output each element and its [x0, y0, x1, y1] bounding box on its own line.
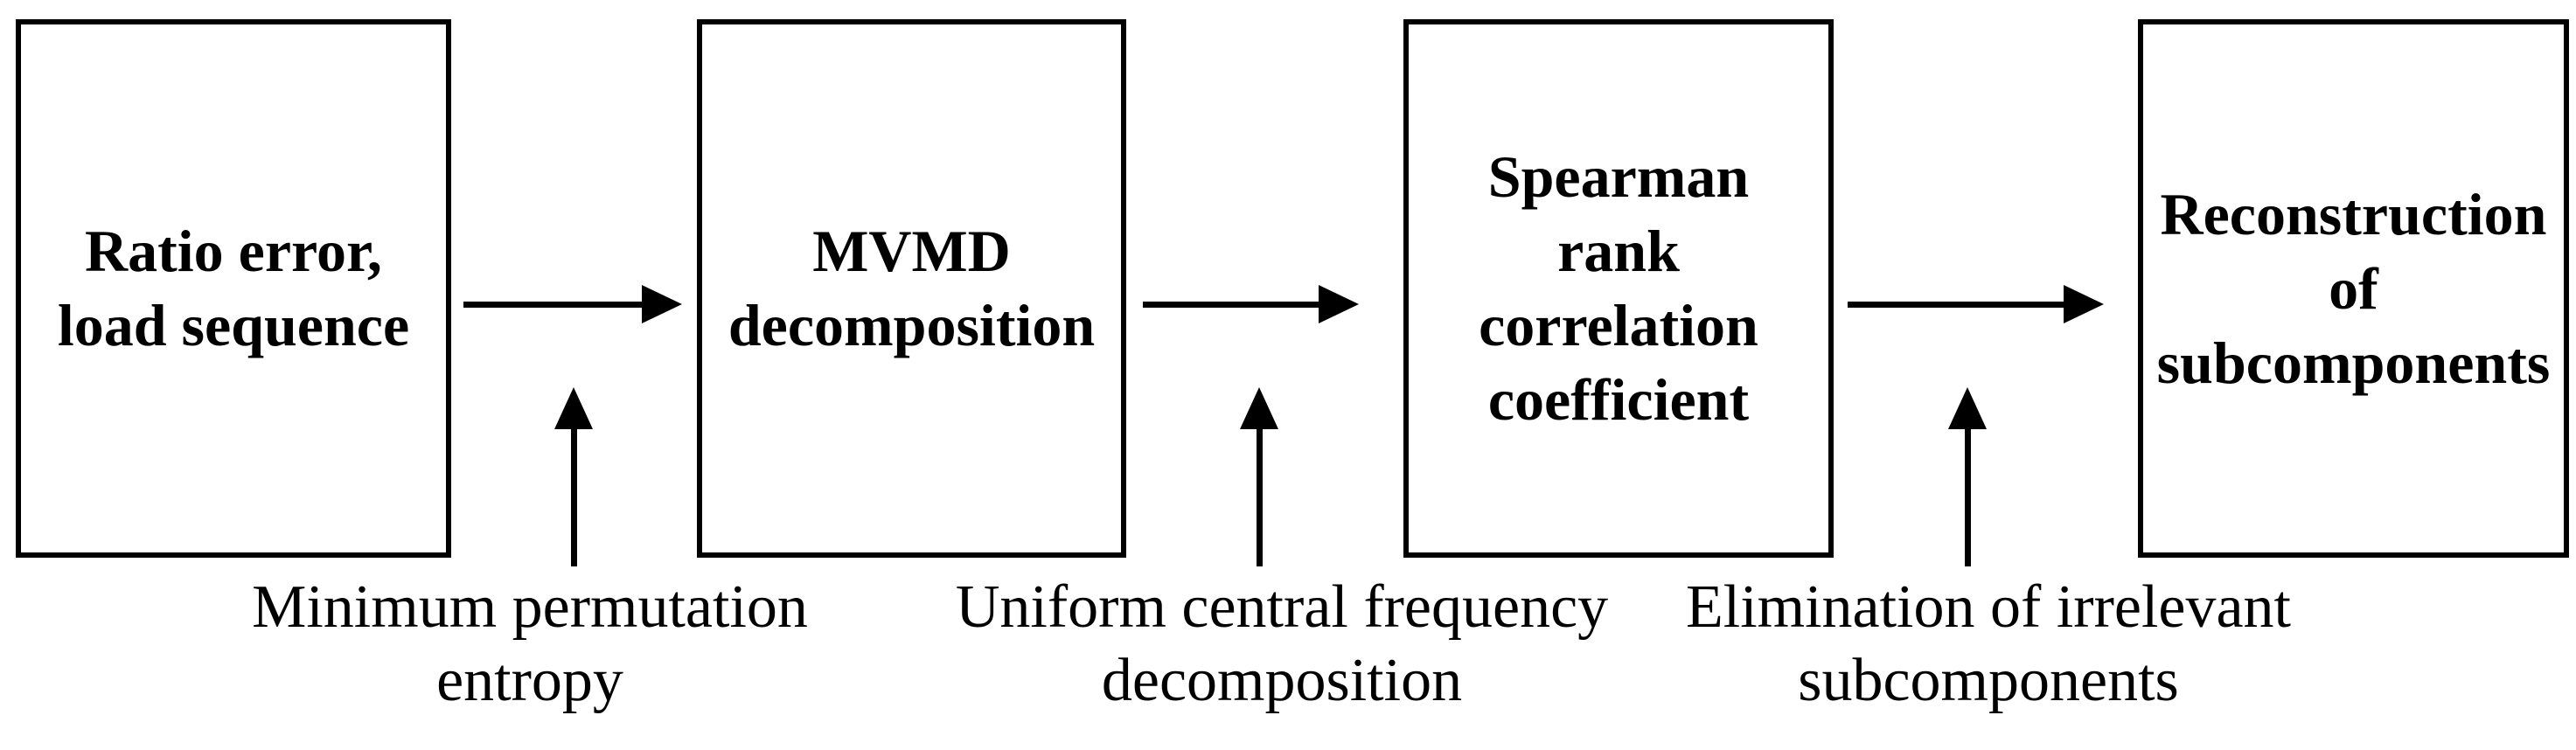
process-box-ratio-error-load-sequence: Ratio error, load sequence [16, 19, 451, 558]
up-arrow-shaft [1965, 427, 1971, 566]
arrowhead-up-icon [1240, 387, 1278, 429]
process-box-label: Ratio error, load sequence [57, 218, 410, 358]
process-box-label: MVMD decomposition [728, 218, 1096, 358]
arrowhead-right-icon [1319, 285, 1359, 323]
arrowhead-right-icon [2064, 285, 2104, 323]
process-box-label: Spearman rank correlation coefficient [1479, 143, 1758, 433]
arrowhead-right-icon [642, 285, 682, 323]
annotation-minimum-permutation-entropy: Minimum permutation entropy [252, 573, 808, 714]
annotation-elimination-of-irrelevant-subcomponents: Elimination of irrelevant subcomponents [1685, 573, 2291, 714]
flow-arrow-shaft [463, 302, 644, 308]
up-arrow-shaft [1257, 427, 1263, 566]
process-box-label: Reconstruction of subcomponents [2156, 180, 2551, 396]
process-box-reconstruction-of-subcomponents: Reconstruction of subcomponents [2138, 19, 2569, 558]
flow-arrow-shaft [1848, 302, 2065, 308]
arrowhead-up-icon [554, 387, 593, 429]
flow-arrow-shaft [1143, 302, 1320, 308]
process-box-spearman-rank-correlation-coefficient: Spearman rank correlation coefficient [1403, 19, 1834, 558]
annotation-uniform-central-frequency-decomposition: Uniform central frequency decomposition [955, 573, 1609, 714]
up-arrow-shaft [571, 427, 577, 566]
arrowhead-up-icon [1948, 387, 1987, 429]
process-box-mvmd-decomposition: MVMD decomposition [697, 19, 1126, 558]
